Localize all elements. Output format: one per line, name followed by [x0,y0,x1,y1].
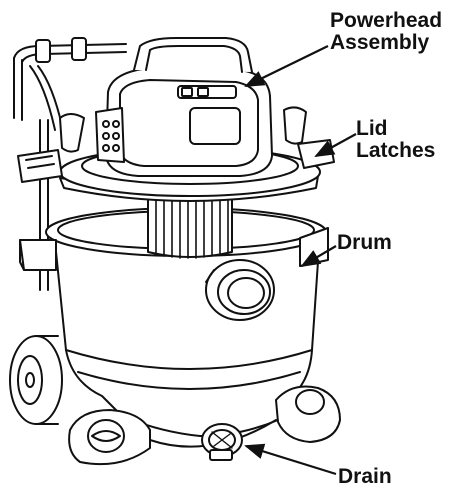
drain-arrow [244,443,337,476]
drain-label: Drain [338,465,392,488]
powerhead-label-line2: Assembly [330,31,430,54]
lid-latches-label: Lid Latches [356,118,435,162]
callout-arrows [244,45,357,476]
drum-label: Drum [337,231,392,254]
caster-base [68,385,341,466]
drum-arrow [300,245,337,268]
lid-latches-arrow [314,133,357,157]
lid-latches-label-line1: Lid [356,117,388,140]
carry-handle [133,37,253,73]
lid-latches [17,106,335,183]
rear-wheel [9,335,63,425]
powerhead-arrow [244,45,329,87]
powerhead-label-line1: Powerhead [330,9,443,32]
powerhead [95,67,273,177]
lid-latches-label-line2: Latches [356,139,436,162]
powerhead-assembly-label: Powerhead Assembly [330,10,442,54]
drain-cap [201,423,243,461]
inlet-port [205,259,275,321]
